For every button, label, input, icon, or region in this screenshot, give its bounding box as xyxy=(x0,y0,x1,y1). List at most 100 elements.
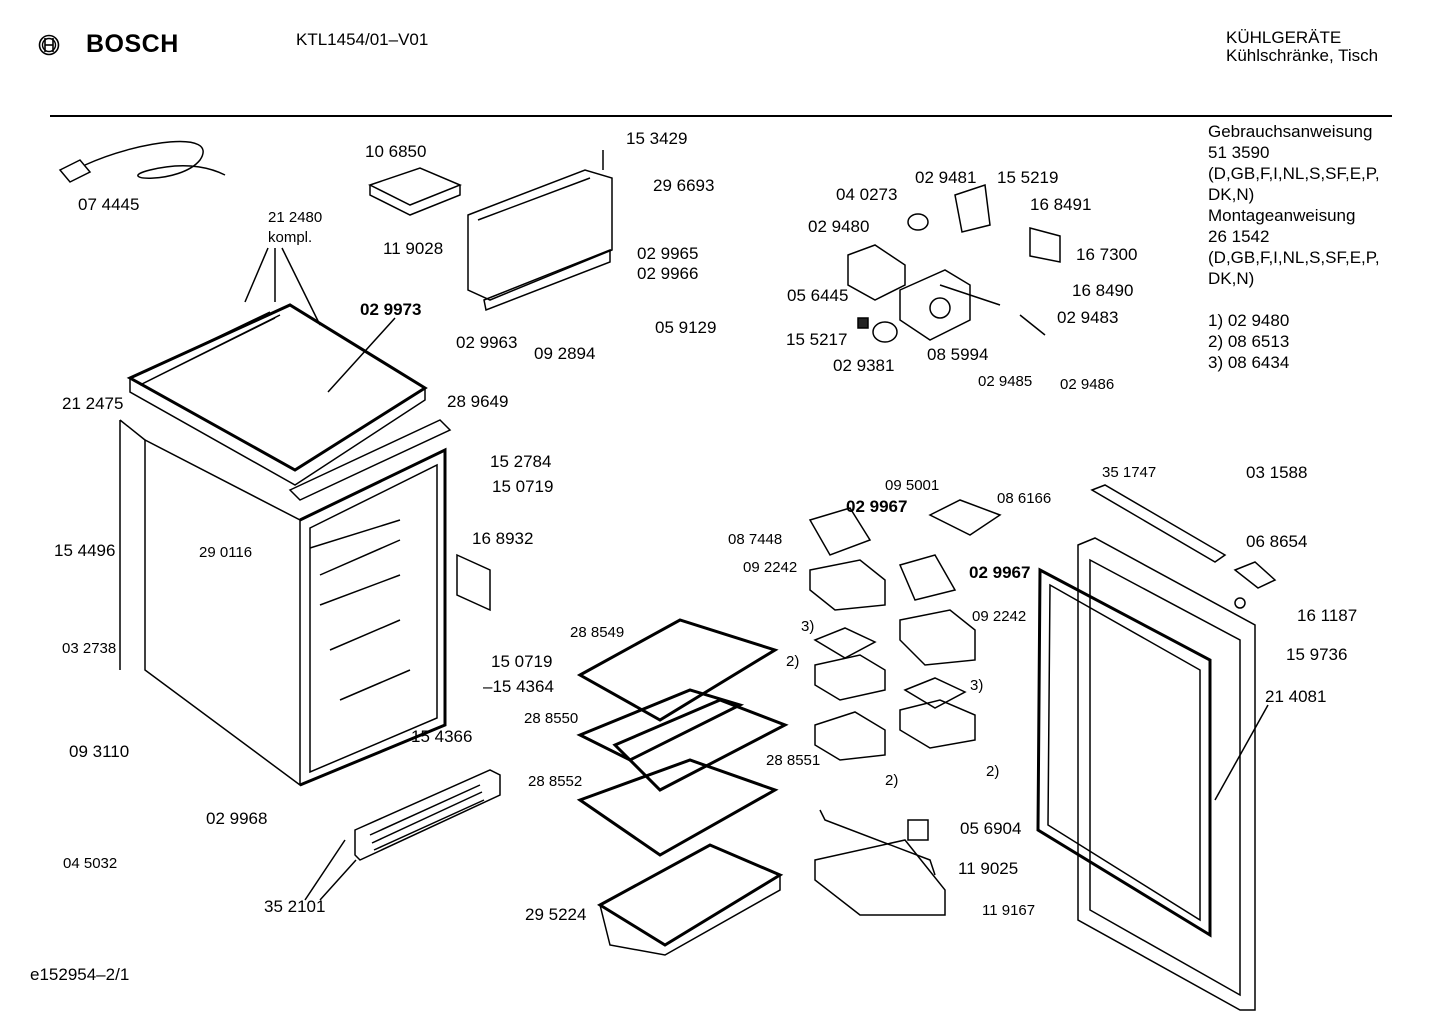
power-cord-part xyxy=(58,140,226,183)
part-number-label: 15 0719 xyxy=(491,652,553,671)
part-number-label: 05 6904 xyxy=(960,819,1022,838)
cabinet-part xyxy=(119,419,452,787)
glass-shelves-part xyxy=(576,618,789,857)
category: KÜHLGERÄTE Kühlschränke, Tisch xyxy=(1226,29,1378,65)
part-number-label: 16 8490 xyxy=(1072,281,1134,300)
bosch-logo: BOSCH xyxy=(38,30,179,59)
model-number: KTL1454/01–V01 xyxy=(296,30,429,49)
part-number-label: 02 9973 xyxy=(360,300,422,319)
part-number-label: 15 5217 xyxy=(786,330,848,349)
part-number-label: 02 9967 xyxy=(969,563,1031,582)
worktop-part xyxy=(126,247,428,486)
bosch-armature-icon xyxy=(38,34,60,55)
part-number-label: 28 8551 xyxy=(766,752,821,769)
part-number-label: 02 9381 xyxy=(833,356,895,375)
thermostat-housing-part xyxy=(847,183,1061,343)
part-number-label: 05 9129 xyxy=(655,318,717,337)
part-number-label: 21 4081 xyxy=(1265,687,1327,706)
part-number-label: 03 1588 xyxy=(1246,463,1308,482)
part-number-label: 21 2475 xyxy=(62,394,124,413)
part-number-label: 15 5219 xyxy=(997,168,1059,187)
part-number-label: 11 9025 xyxy=(958,859,1019,878)
freezer-flap-part xyxy=(467,150,613,312)
part-number-label: 28 8550 xyxy=(524,710,579,727)
note-line: DK,N) xyxy=(1208,185,1255,204)
part-number-label: 02 9480 xyxy=(808,217,870,236)
part-number-label: 3) xyxy=(801,618,815,635)
part-number-label: 02 9968 xyxy=(206,809,268,828)
door-racks-part xyxy=(808,499,1002,916)
part-number-label: 02 9967 xyxy=(846,497,908,516)
part-number-label: 16 7300 xyxy=(1076,245,1138,264)
part-number-label: 08 7448 xyxy=(728,531,783,548)
part-number-label: 02 9965 xyxy=(637,244,699,263)
note-line: Gebrauchsanweisung xyxy=(1208,122,1373,141)
part-number-label: 15 4496 xyxy=(54,541,116,560)
part-number-label: 16 1187 xyxy=(1297,606,1358,625)
part-number-label: 04 0273 xyxy=(836,185,898,204)
part-number-label: 02 9483 xyxy=(1057,308,1119,327)
part-number-label: 16 8932 xyxy=(472,529,534,548)
part-number-label: –15 4364 xyxy=(483,677,554,696)
part-number-label: 08 5994 xyxy=(927,345,989,364)
part-number-label: 15 3429 xyxy=(626,129,688,148)
part-number-label: 21 2480 xyxy=(268,209,323,226)
part-number-label: 35 2101 xyxy=(264,897,326,916)
part-number-label: 09 5001 xyxy=(885,477,940,494)
part-number-label: 15 9736 xyxy=(1286,645,1348,664)
cover-plate-part xyxy=(456,553,491,612)
part-number-label: 09 2894 xyxy=(534,344,596,363)
note-line: 26 1542 xyxy=(1208,227,1270,246)
part-number-label: kompl. xyxy=(268,229,313,246)
part-number-label: 11 9167 xyxy=(982,902,1036,919)
part-number-label: 09 2242 xyxy=(743,559,798,576)
part-number-label: 2) xyxy=(986,763,1000,780)
note-line: 3) 08 6434 xyxy=(1208,353,1290,372)
part-number-label: 2) xyxy=(786,653,800,670)
door-part xyxy=(1036,484,1277,1011)
part-number-label: 28 8549 xyxy=(570,624,625,641)
note-line: 1) 02 9480 xyxy=(1208,311,1290,330)
part-number-label: 09 3110 xyxy=(69,742,130,761)
part-number-label: 10 6850 xyxy=(365,142,427,161)
base-grille-part xyxy=(304,769,501,901)
part-number-label: 02 9966 xyxy=(637,264,699,283)
note-line: 51 3590 xyxy=(1208,143,1270,162)
part-number-label: 3) xyxy=(970,677,984,694)
crisper-drawer-part xyxy=(597,843,784,956)
part-number-label: 28 9649 xyxy=(447,392,509,411)
part-number-label: 02 9963 xyxy=(456,333,518,352)
note-line: (D,GB,F,I,NL,S,SF,E,P, xyxy=(1208,164,1380,183)
part-number-label: 04 5032 xyxy=(63,855,118,872)
header-divider xyxy=(50,115,1392,117)
part-number-label: 29 6693 xyxy=(653,176,715,195)
part-number-label: 28 8552 xyxy=(528,773,583,790)
part-number-label: 07 4445 xyxy=(78,195,140,214)
ice-tray-part xyxy=(368,167,462,216)
part-number-label: 16 8491 xyxy=(1030,195,1092,214)
part-number-label: 06 8654 xyxy=(1246,532,1308,551)
category-subtitle: Kühlschränke, Tisch xyxy=(1226,46,1379,65)
note-line: Montageanweisung xyxy=(1208,206,1356,225)
part-number-label: 03 2738 xyxy=(62,640,117,657)
part-number-label: 2) xyxy=(885,772,899,789)
note-line: 2) 08 6513 xyxy=(1208,332,1290,351)
part-number-label: 11 9028 xyxy=(383,239,444,258)
drawing-id: e152954–2/1 xyxy=(30,965,130,984)
note-line: DK,N) xyxy=(1208,269,1255,288)
part-number-label: 08 6166 xyxy=(997,490,1052,507)
documentation-notes: Gebrauchsanweisung 51 3590 (D,GB,F,I,NL,S,… xyxy=(1208,121,1380,373)
part-number-label: 15 4366 xyxy=(411,727,473,746)
part-number-label: 09 2242 xyxy=(972,608,1027,625)
part-number-label: 15 2784 xyxy=(490,452,552,471)
part-number-label: 29 0116 xyxy=(199,544,253,561)
part-number-label: 02 9485 xyxy=(978,373,1033,390)
part-number-label: 02 9481 xyxy=(915,168,977,187)
part-number-label: 15 0719 xyxy=(492,477,554,496)
brand-name: BOSCH xyxy=(86,30,179,58)
category-title: KÜHLGERÄTE xyxy=(1226,28,1342,47)
part-number-label: 35 1747 xyxy=(1102,464,1157,481)
part-number-label: 02 9486 xyxy=(1060,376,1115,393)
part-number-label: 29 5224 xyxy=(525,905,587,924)
